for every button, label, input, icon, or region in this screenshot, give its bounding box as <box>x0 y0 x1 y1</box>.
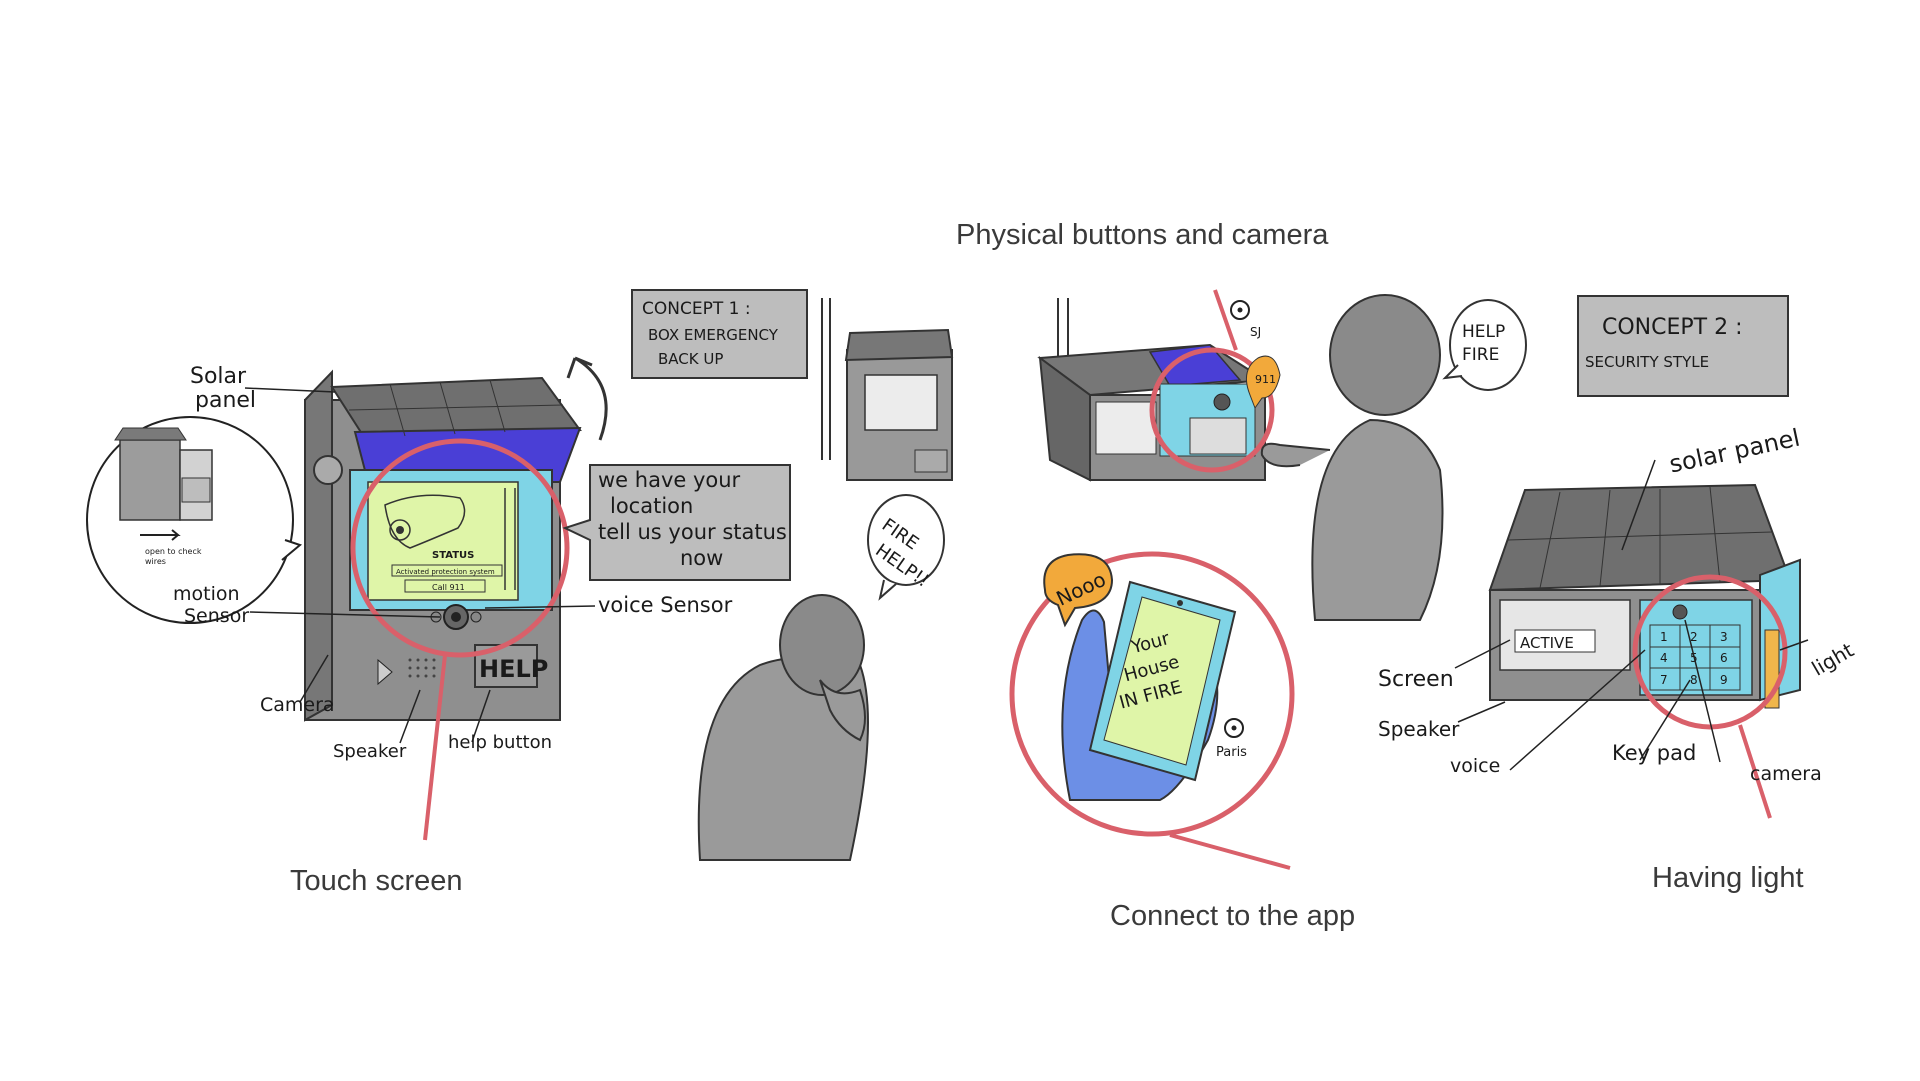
label-speaker-2: Speaker <box>1378 717 1460 741</box>
key-7: 7 <box>1660 673 1668 687</box>
key-6: 6 <box>1720 651 1728 665</box>
touch-screen-status: STATUS <box>432 550 474 561</box>
label-help-button: help button <box>448 732 552 753</box>
key-8: 8 <box>1690 673 1698 687</box>
city-label: Paris <box>1216 745 1247 760</box>
help-sign: HELP <box>479 655 548 683</box>
label-solar-line2: panel <box>195 388 256 413</box>
map-pin-label: SJ <box>1250 325 1261 339</box>
open-box-note-line1: open to check <box>145 547 202 556</box>
concept2-security-box: ACTIVE 1 2 3 4 5 6 7 8 9 so <box>1378 424 1858 818</box>
open-box-note-line2: wires <box>145 557 166 566</box>
label-solar-panel: solar panel <box>1667 424 1803 479</box>
label-voice: voice <box>1450 755 1500 777</box>
concept2-title-card: CONCEPT 2 : SECURITY STYLE <box>1578 296 1788 396</box>
bubble-911: 911 <box>1255 373 1276 386</box>
concept2-title: CONCEPT 2 : <box>1602 315 1743 340</box>
concept2-wall-unit: SJ 911 <box>1040 290 1280 480</box>
concept1-wall-box <box>822 298 952 480</box>
solar-panel-roof <box>332 378 580 482</box>
concept1-line1: BOX EMERGENCY <box>648 326 779 344</box>
label-light: light <box>1807 638 1858 681</box>
location-speech-bubble: we have your location tell us your statu… <box>565 465 790 580</box>
key-4: 4 <box>1660 651 1668 665</box>
label-camera-2: camera <box>1750 763 1822 785</box>
app-phone-illustration: Your House IN FIRE Nooo Paris <box>1012 554 1292 868</box>
key-9: 9 <box>1720 673 1728 687</box>
label-voice-sensor: voice Sensor <box>598 593 733 617</box>
concept1-line2: BACK UP <box>658 350 723 368</box>
caption-physical-buttons: Physical buttons and camera <box>956 219 1329 251</box>
key-3: 3 <box>1720 630 1728 644</box>
caption-connect-app: Connect to the app <box>1110 900 1355 932</box>
concept2-subtitle: SECURITY STYLE <box>1585 353 1709 371</box>
caption-having-light: Having light <box>1652 862 1804 894</box>
label-screen: Screen <box>1378 667 1454 692</box>
bubble-line3: tell us your status <box>598 520 787 544</box>
concept1-title-card: CONCEPT 1 : BOX EMERGENCY BACK UP <box>632 290 807 378</box>
label-motion-line2: Sensor <box>184 605 249 627</box>
caption-touch-screen: Touch screen <box>290 865 463 897</box>
label-speaker: Speaker <box>333 741 407 762</box>
active-label: ACTIVE <box>1520 634 1574 652</box>
key-1: 1 <box>1660 630 1668 644</box>
touch-screen-activated: Activated protection system <box>396 568 495 576</box>
bubble-line1: we have your <box>598 468 741 492</box>
label-camera: Camera <box>260 694 335 716</box>
box-side <box>305 372 332 720</box>
label-keypad: Key pad <box>1612 741 1696 765</box>
concept1-box-illustration: open to check wires STATUS Activated pro… <box>87 358 733 897</box>
label-motion-line1: motion <box>173 583 240 605</box>
bubble-line2: location <box>610 494 693 518</box>
person-calling-for-help: HELP FIRE <box>1262 295 1526 620</box>
person2-speech-line1: HELP <box>1462 322 1505 342</box>
person2-speech-line2: FIRE <box>1462 345 1499 365</box>
bubble-line4: now <box>680 546 723 570</box>
label-solar-line1: Solar <box>190 364 247 389</box>
concept1-title: CONCEPT 1 : <box>642 299 751 319</box>
touch-screen-call: Call 911 <box>432 583 465 592</box>
